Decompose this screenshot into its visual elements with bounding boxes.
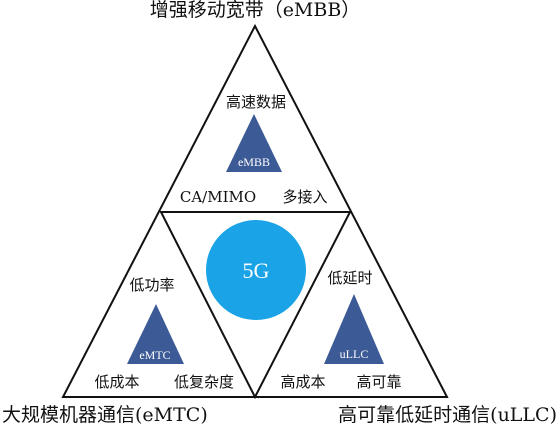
embb-feature-right: 多接入	[282, 188, 327, 206]
embb-badge-triangle	[226, 114, 282, 172]
embb-badge-label: eMBB	[238, 155, 270, 169]
5g-circle	[206, 220, 306, 320]
embb-corner-label: 增强移动宽带（eMBB）	[150, 0, 361, 21]
ullc-badge-triangle	[324, 294, 384, 364]
emtc-corner-label: 大规模机器通信(eMTC)	[2, 404, 208, 426]
inner-triangle	[159, 211, 352, 400]
ullc-corner-label: 高可靠低延时通信(uLLC)	[338, 404, 557, 426]
emtc-feature-left: 低成本	[94, 373, 139, 391]
ullc-feature-right: 高可靠	[356, 373, 401, 391]
5g-label: 5G	[243, 258, 270, 283]
embb-feature-left: CA/MIMO	[180, 188, 256, 206]
emtc-feature-top: 低功率	[129, 276, 174, 294]
embb-feature-top: 高速数据	[226, 93, 286, 111]
emtc-badge-label: eMTC	[139, 348, 170, 362]
emtc-feature-right: 低复杂度	[174, 373, 234, 391]
ullc-badge-label: uLLC	[340, 347, 369, 361]
ullc-feature-top: 低延时	[327, 269, 372, 287]
ullc-feature-left: 高成本	[280, 373, 325, 391]
emtc-badge-triangle	[127, 304, 184, 364]
